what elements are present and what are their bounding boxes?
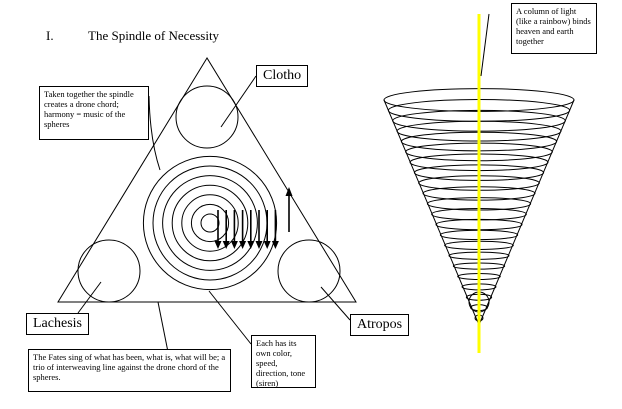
clotho-circle: [175, 85, 239, 149]
pointer-drone-chord: [148, 95, 161, 171]
spindle-outline: [383, 99, 575, 326]
fates-triangle: [57, 57, 357, 303]
down-arrow: [247, 210, 255, 249]
ring: [142, 155, 278, 291]
down-arrow: [263, 210, 271, 249]
down-arrow: [239, 210, 247, 249]
pointer-lachesis: [77, 281, 102, 314]
page-title: The Spindle of Necessity: [88, 28, 220, 43]
up-arrow: [285, 187, 293, 232]
ring: [200, 213, 220, 233]
atropos-circle: [277, 239, 341, 303]
ring: [190, 203, 230, 243]
pointer-atropos: [320, 286, 351, 321]
fates-sing-note: The Fates sing of what has been, what is…: [28, 349, 231, 392]
atropos-label: Atropos: [350, 314, 410, 336]
down-arrow: [230, 210, 238, 249]
column-of-light-note: A column of light (like a rainbow) binds…: [511, 3, 597, 54]
lachesis-label: Lachesis: [26, 313, 89, 335]
down-arrows: [214, 210, 279, 249]
down-arrow: [255, 210, 263, 249]
pointer-column-of-light: [480, 13, 490, 77]
down-arrow: [214, 210, 222, 249]
pointer-fates-sing: [157, 301, 170, 358]
ring: [152, 165, 268, 281]
clotho-label: Clotho: [256, 65, 309, 87]
concentric-rings: [142, 155, 278, 291]
ring: [181, 194, 239, 252]
ring: [162, 175, 258, 271]
down-arrow: [222, 210, 230, 249]
each-has-own-note: Each has its own color, speed, direction…: [251, 335, 316, 388]
down-arrow: [271, 210, 279, 249]
pointer-clotho: [220, 75, 257, 128]
section-number: I.: [46, 28, 54, 43]
ring: [171, 184, 249, 262]
lachesis-circle: [77, 239, 141, 303]
pointer-each-has-own: [208, 290, 252, 345]
drone-chord-note: Taken together the spindle creates a dro…: [39, 86, 149, 140]
